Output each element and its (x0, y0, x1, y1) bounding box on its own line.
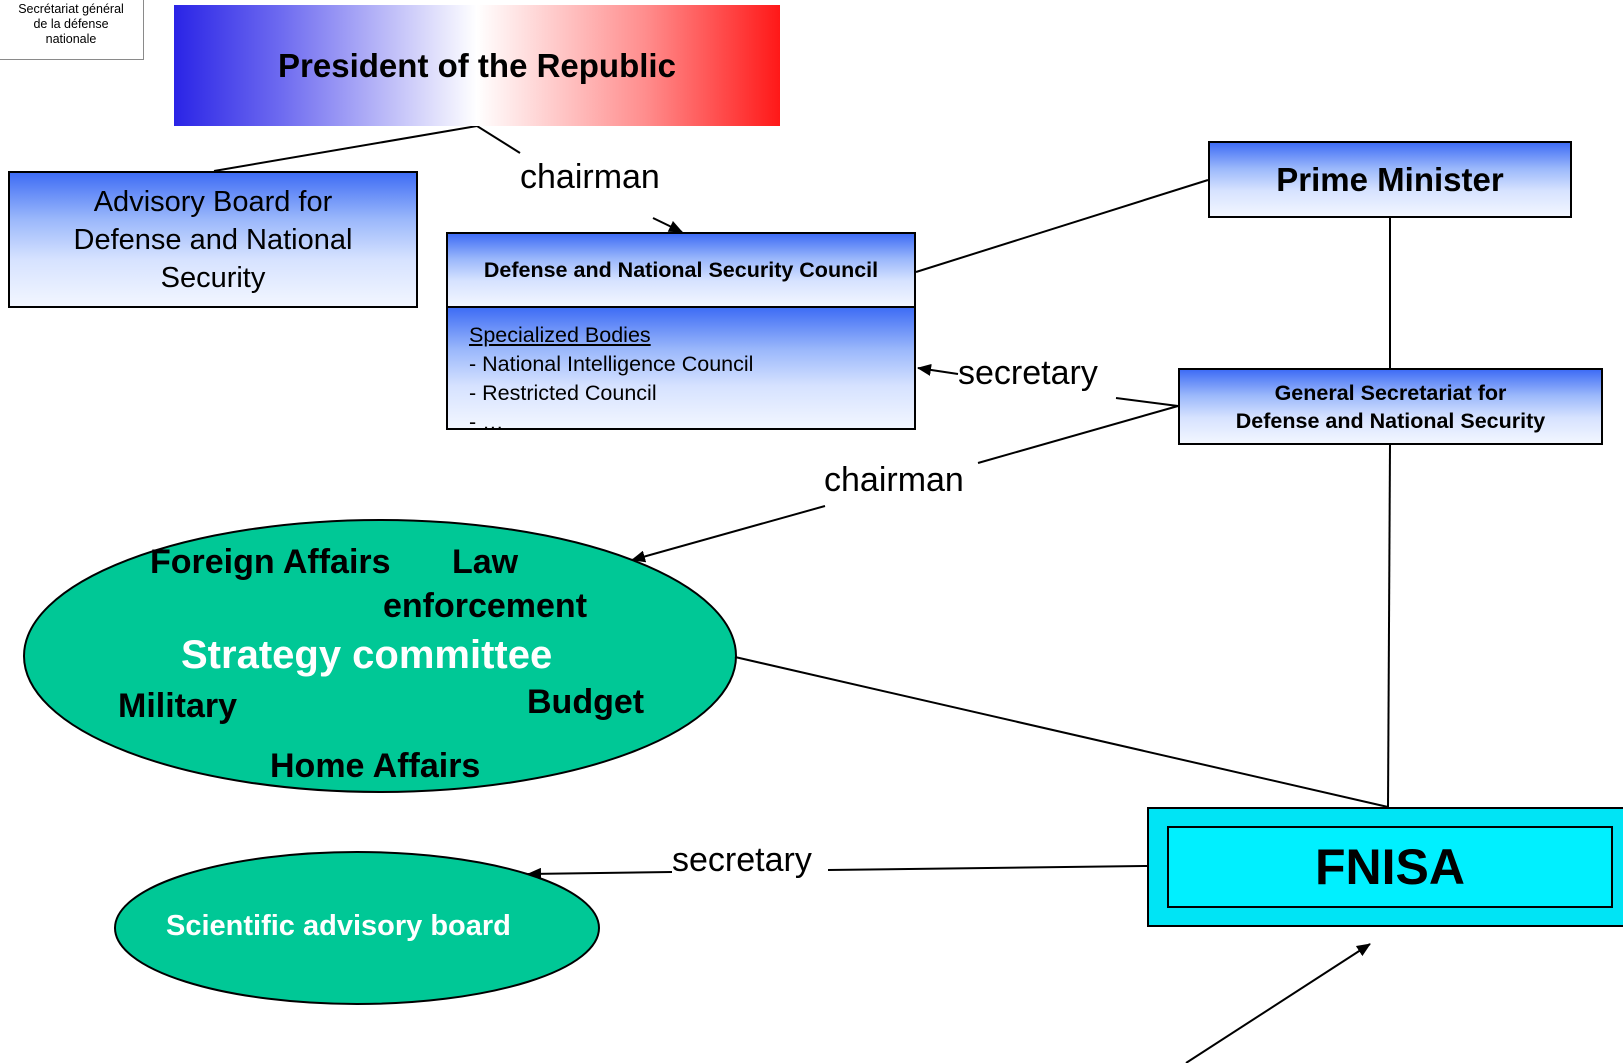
arrow-chairman-council (652, 217, 683, 233)
gensec-line1: General Secretariat for (1274, 380, 1507, 405)
connector-council-pm (915, 179, 1209, 273)
body-item: - Restricted Council (469, 381, 657, 405)
connector-gensec-chairman (977, 405, 1179, 464)
connector-fnisa-secretary (827, 865, 1148, 871)
body-item: - National Intelligence Council (469, 352, 754, 376)
term-military: Military (118, 687, 238, 725)
connector-gensec-secretary (1115, 397, 1179, 407)
secretary-label-bottom: secretary (672, 841, 812, 879)
strategy-committee-title: Strategy committee (181, 633, 553, 677)
fnisa-box[interactable]: FNISA (1147, 807, 1623, 927)
arrow-into-fnisa (1185, 943, 1371, 1063)
president-box[interactable]: President of the Republic (174, 5, 780, 126)
body-item: - … (469, 410, 504, 430)
arrow-chairman-strategy (631, 505, 826, 563)
term-home-affairs: Home Affairs (270, 747, 481, 785)
council-bodies-box[interactable]: Specialized Bodies - National Intelligen… (446, 306, 916, 430)
bodies-heading: Specialized Bodies (469, 323, 651, 347)
fnisa-label: FNISA (1315, 839, 1465, 895)
sgdn-logo: Secrétariat général de la défense nation… (0, 0, 144, 60)
prime-minister-box[interactable]: Prime Minister (1208, 141, 1572, 218)
term-law-enforcement: Law enforcement (382, 543, 588, 625)
connector-gensec-fnisa (1387, 444, 1391, 808)
connector-strategy-fnisa (734, 656, 1389, 808)
prime-minister-label: Prime Minister (1276, 160, 1504, 198)
president-label: President of the Republic (278, 46, 676, 84)
council-box[interactable]: Defense and National Security Council (446, 232, 916, 308)
arrow-secretary-scientific (527, 867, 673, 880)
chairman-label-mid: chairman (824, 461, 964, 499)
connector-president-chairman (476, 125, 521, 154)
general-secretariat-box[interactable]: General Secretariat for Defense and Nati… (1178, 368, 1603, 445)
arrow-secretary-council (917, 363, 959, 376)
secretary-label-top: secretary (958, 354, 1098, 392)
term-foreign-affairs: Foreign Affairs (150, 543, 391, 581)
advisory-board-box[interactable]: Advisory Board for Defense and National … (8, 171, 418, 308)
advisory-board-label: Advisory Board for Defense and National … (73, 185, 353, 294)
chairman-label-top: chairman (520, 158, 660, 196)
scientific-board-label: Scientific advisory board (166, 910, 511, 942)
term-budget: Budget (527, 683, 645, 721)
council-title: Defense and National Security Council (483, 257, 879, 282)
gensec-line2: Defense and National Security (1235, 408, 1546, 433)
strategy-committee-ellipse[interactable] (23, 519, 737, 793)
connector-president-advisory (213, 125, 478, 172)
scientific-board-ellipse[interactable] (114, 851, 600, 1005)
fnisa-inner: FNISA (1167, 826, 1613, 908)
